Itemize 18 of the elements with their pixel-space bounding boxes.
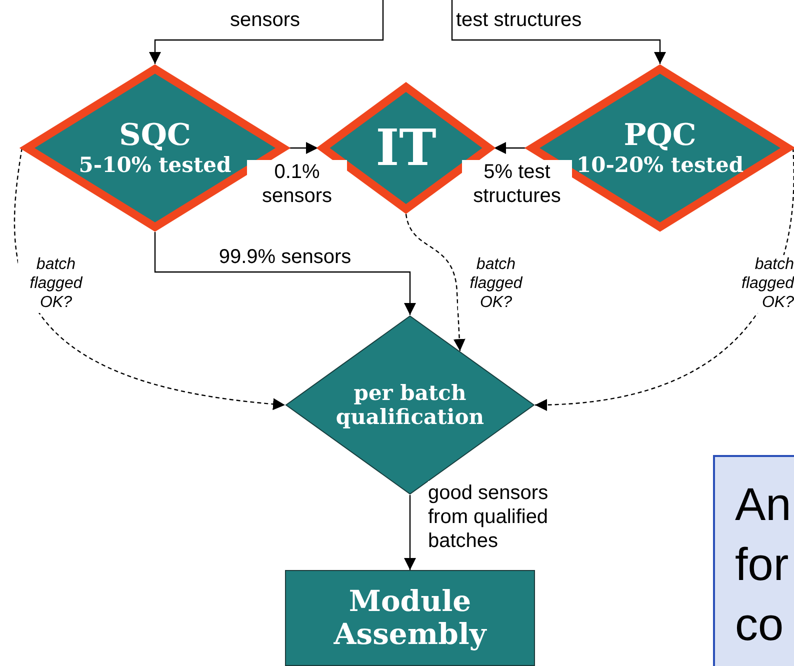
node-title: per batch qualification <box>335 380 485 430</box>
node-title: SQC <box>119 118 191 154</box>
arrow <box>149 0 384 64</box>
arrow <box>404 495 416 570</box>
arrow <box>494 142 527 154</box>
process-box <box>285 570 535 666</box>
arrow <box>288 142 318 154</box>
note-box <box>713 455 794 666</box>
node-title: Module Assembly <box>332 584 488 652</box>
node-title: An for co <box>735 477 792 652</box>
dashed-arrow <box>14 148 286 410</box>
node-title: PQC <box>624 118 696 154</box>
arrow <box>154 232 416 315</box>
node-title: IT <box>376 119 436 177</box>
dashed-arrow <box>405 214 466 352</box>
node-subtitle: 5-10% tested <box>78 153 232 178</box>
node-subtitle: 10-20% tested <box>576 153 744 178</box>
arrow <box>451 0 666 64</box>
